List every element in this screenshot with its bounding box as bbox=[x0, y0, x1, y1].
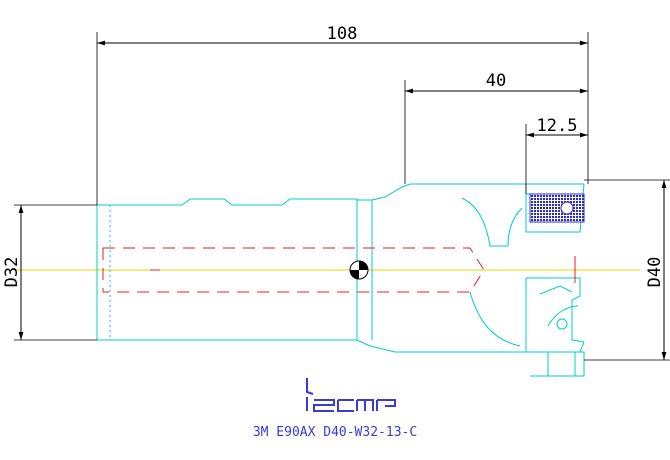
iscar-logo bbox=[306, 378, 396, 412]
model-caption: 3M E90AX D40-W32-13-C bbox=[253, 425, 417, 440]
dim-label-108: 108 bbox=[327, 24, 358, 44]
insert-screw-icon bbox=[560, 201, 574, 215]
tool-outline bbox=[96, 183, 585, 377]
dimension-head-length: 40 bbox=[404, 71, 588, 184]
dim-label-40: 40 bbox=[486, 71, 506, 91]
dim-label-12-5: 12.5 bbox=[537, 116, 578, 136]
cutting-insert bbox=[529, 193, 585, 223]
dimension-shank-diameter: D32 bbox=[2, 204, 97, 341]
section-symbol-icon bbox=[349, 260, 369, 280]
dimension-cutting-diameter: D40 bbox=[584, 179, 670, 361]
dimension-insert-length: 12.5 bbox=[525, 116, 588, 194]
dim-label-d40: D40 bbox=[645, 257, 665, 288]
dim-label-d32: D32 bbox=[2, 257, 22, 288]
dimension-overall-length: 108 bbox=[96, 24, 589, 205]
coolant-bore-hidden-lines bbox=[102, 247, 576, 293]
